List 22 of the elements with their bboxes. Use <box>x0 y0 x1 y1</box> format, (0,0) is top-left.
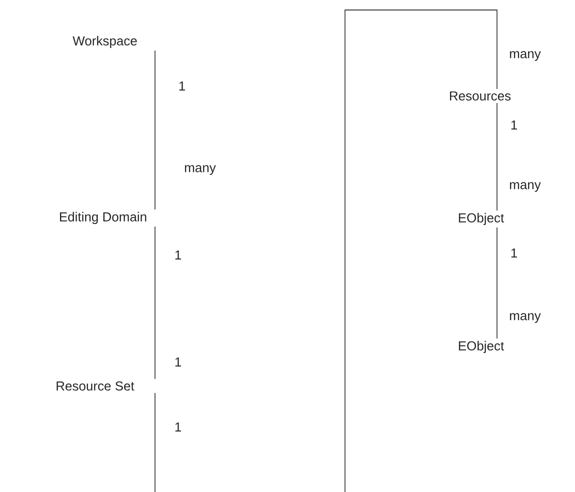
node-label: Editing Domain <box>60 212 146 224</box>
connector-line <box>496 102 498 211</box>
connector-line <box>154 50 156 210</box>
multiplicity-label: many <box>510 313 541 323</box>
multiplicity-label: 1 <box>511 120 517 130</box>
connector-line <box>344 10 498 492</box>
node-label: Workspace <box>72 36 137 48</box>
multiplicity-label: many <box>510 182 541 192</box>
node-label: EObject <box>458 340 504 354</box>
node-label: Resources <box>450 91 511 101</box>
multiplicity-label: many <box>184 165 216 175</box>
node-label: Resource Set <box>56 381 134 391</box>
node-label: EObject <box>458 212 504 226</box>
connector-line <box>496 227 498 339</box>
multiplicity-label: 1 <box>175 250 181 260</box>
multiplicity-label: many <box>510 51 541 61</box>
connector-line <box>154 392 156 492</box>
multiplicity-label: 1 <box>179 82 185 90</box>
multiplicity-label: 1 <box>175 422 181 432</box>
multiplicity-label: 1 <box>511 248 517 258</box>
connector-line <box>154 226 156 380</box>
multiplicity-label: 1 <box>175 358 181 366</box>
